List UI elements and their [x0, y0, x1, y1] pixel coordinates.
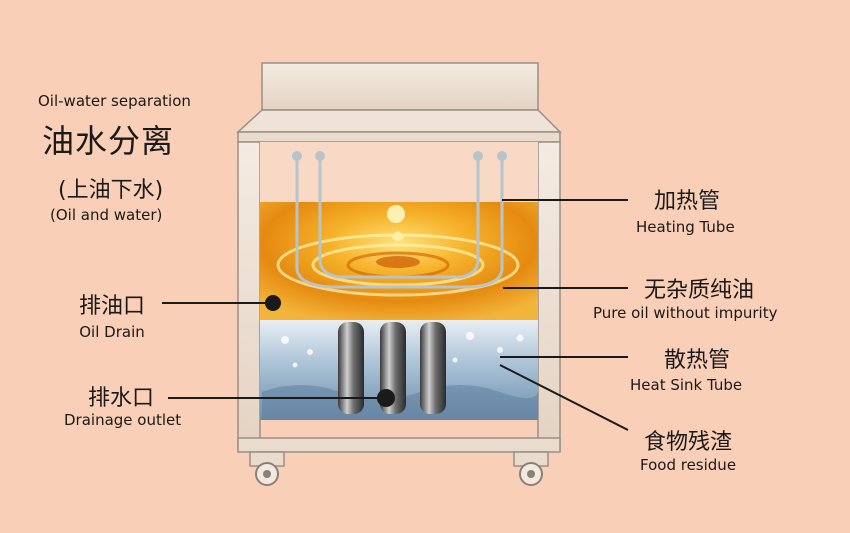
oil-layer: [260, 202, 538, 320]
drainage-outlet-port: [377, 389, 395, 407]
subtitle-zh: (上油下水): [58, 178, 164, 203]
drainage-outlet-label-zh: 排水口: [88, 386, 155, 411]
heat-sink-tube-label-en: Heat Sink Tube: [630, 376, 743, 394]
fryer-frame: [237, 141, 561, 453]
oil-drain-label-en: Oil Drain: [79, 323, 145, 341]
title-en: Oil-water separation: [38, 92, 191, 110]
heating-tube-label-zh: 加热管: [654, 189, 721, 214]
leader-food-residue: [499, 364, 629, 431]
heat-sink-tube-label-zh: 散热管: [664, 348, 731, 373]
oil-drain-port: [265, 295, 281, 311]
pure-oil-label-en: Pure oil without impurity: [593, 304, 778, 322]
food-residue-label-en: Food residue: [640, 456, 737, 474]
pure-oil-label-zh: 无杂质纯油: [644, 278, 755, 303]
food-residue-label-zh: 食物残渣: [644, 430, 733, 455]
title-zh: 油水分离: [42, 122, 175, 160]
subtitle-en: (Oil and water): [50, 206, 163, 224]
oil-drain-label-zh: 排油口: [78, 294, 145, 319]
heating-tube-label-en: Heating Tube: [636, 218, 735, 236]
heating-tube: [292, 151, 507, 289]
caster-wheels: [249, 451, 549, 486]
fryer-lid: [236, 62, 562, 143]
drainage-outlet-label-en: Drainage outlet: [64, 411, 182, 429]
leader-lines: [162, 199, 629, 431]
